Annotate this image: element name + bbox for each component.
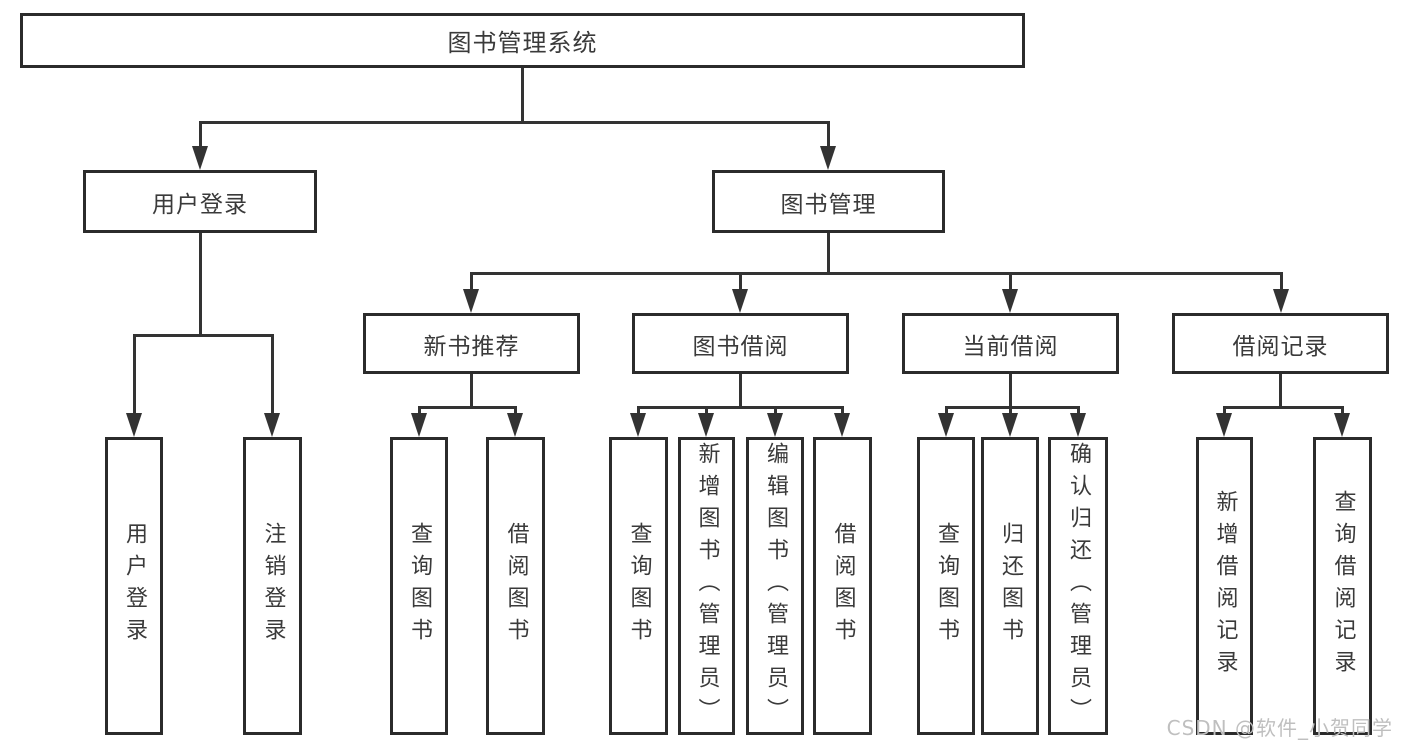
leaf-nb-borrow-books: 借阅图书 — [486, 437, 545, 735]
connector-user-login-branch — [133, 334, 274, 337]
leaf-bb-borrow-books: 借阅图书 — [813, 437, 872, 735]
leaf-user-login-label: 用户登录 — [122, 522, 147, 650]
arrowhead-drop-borrowing-records — [1273, 289, 1289, 313]
connector-drop-current-borrowing — [1009, 273, 1012, 290]
leaf-user-login: 用户登录 — [105, 437, 163, 735]
node-borrowing-records: 借阅记录 — [1172, 313, 1389, 374]
node-current-borrowing-label: 当前借阅 — [962, 333, 1059, 360]
connector-drop-login-leaf — [133, 335, 136, 414]
connector-borrowing-records-branch — [1223, 406, 1344, 409]
arrowhead-drop-bb-edit — [767, 413, 783, 437]
arrowhead-drop-nb-query — [411, 413, 427, 437]
node-user-login: 用户登录 — [83, 170, 317, 233]
leaf-logout-label: 注销登录 — [260, 522, 286, 650]
leaf-logout: 注销登录 — [243, 437, 302, 735]
leaf-cb-return-books: 归还图书 — [981, 437, 1039, 735]
connector-drop-cb-query — [945, 407, 948, 414]
connector-root-branch — [199, 121, 830, 124]
connector-drop-bb-add — [705, 407, 708, 414]
leaf-br-query-record: 查询借阅记录 — [1313, 437, 1372, 735]
connector-drop-cb-confirm — [1077, 407, 1080, 414]
arrowhead-drop-cb-confirm — [1070, 413, 1086, 437]
connector-drop-cb-return — [1009, 407, 1012, 414]
connector-new-book-recommend-stem — [470, 374, 473, 407]
connector-drop-book-management — [827, 122, 830, 147]
leaf-bb-query-books: 查询图书 — [609, 437, 668, 735]
arrowhead-drop-cb-query — [938, 413, 954, 437]
connector-drop-book-borrowing — [739, 273, 742, 290]
connector-drop-nb-borrow — [514, 407, 517, 414]
node-new-book-recommend-label: 新书推荐 — [423, 333, 520, 360]
connector-drop-borrowing-records — [1280, 273, 1283, 290]
leaf-bb-query-books-label: 查询图书 — [626, 522, 652, 650]
leaf-cb-query-books: 查询图书 — [917, 437, 975, 735]
arrowhead-drop-logout-leaf — [264, 413, 280, 437]
arrowhead-drop-bb-add — [698, 413, 714, 437]
leaf-bb-add-books: 新增图书（管理员） — [678, 437, 735, 735]
node-root-label: 图书管理系统 — [447, 29, 598, 57]
arrowhead-drop-br-query — [1334, 413, 1350, 437]
arrowhead-drop-book-borrowing — [732, 289, 748, 313]
connector-drop-user-login — [199, 122, 202, 147]
arrowhead-drop-bb-query — [630, 413, 646, 437]
node-borrowing-records-label: 借阅记录 — [1232, 333, 1329, 360]
leaf-bb-edit-books-label: 编辑图书（管理员） — [763, 442, 788, 730]
connector-borrowing-records-stem — [1279, 374, 1282, 407]
connector-book-borrowing-stem — [739, 374, 742, 407]
leaf-br-query-record-label: 查询借阅记录 — [1330, 490, 1356, 682]
connector-drop-logout-leaf — [271, 335, 274, 414]
connector-drop-bb-query — [637, 407, 640, 414]
connector-root-stem — [521, 68, 524, 122]
arrowhead-drop-nb-borrow — [507, 413, 523, 437]
leaf-cb-confirm-return: 确认归还（管理员） — [1048, 437, 1108, 735]
leaf-nb-borrow-books-label: 借阅图书 — [503, 522, 529, 650]
arrowhead-drop-user-login — [192, 146, 208, 170]
connector-drop-br-query — [1341, 407, 1344, 414]
node-book-management: 图书管理 — [712, 170, 945, 233]
leaf-cb-return-books-label: 归还图书 — [998, 522, 1023, 650]
connector-book-borrowing-branch — [637, 406, 844, 409]
leaf-bb-edit-books: 编辑图书（管理员） — [746, 437, 804, 735]
node-user-login-label: 用户登录 — [152, 191, 248, 218]
leaf-bb-add-books-label: 新增图书（管理员） — [694, 442, 720, 730]
node-book-borrowing-label: 图书借阅 — [692, 333, 789, 360]
leaf-br-add-record: 新增借阅记录 — [1196, 437, 1253, 735]
arrowhead-drop-cb-return — [1002, 413, 1018, 437]
leaf-nb-query-books: 查询图书 — [390, 437, 448, 735]
connector-current-borrowing-branch — [945, 406, 1080, 409]
node-new-book-recommend: 新书推荐 — [363, 313, 580, 374]
node-root: 图书管理系统 — [20, 13, 1025, 68]
connector-drop-new-book-recommend — [470, 273, 473, 290]
arrowhead-drop-bb-borrow — [834, 413, 850, 437]
arrowhead-drop-login-leaf — [126, 413, 142, 437]
connector-drop-nb-query — [418, 407, 421, 414]
node-book-borrowing: 图书借阅 — [632, 313, 849, 374]
arrowhead-drop-current-borrowing — [1002, 289, 1018, 313]
node-book-management-label: 图书管理 — [780, 191, 877, 218]
arrowhead-drop-book-management — [820, 146, 836, 170]
connector-current-borrowing-stem — [1009, 374, 1012, 407]
connector-book-management-branch — [470, 272, 1283, 275]
leaf-nb-query-books-label: 查询图书 — [407, 522, 432, 650]
connector-new-book-recommend-branch — [418, 406, 517, 409]
leaf-br-add-record-label: 新增借阅记录 — [1212, 490, 1238, 682]
connector-drop-bb-borrow — [841, 407, 844, 414]
connector-drop-bb-edit — [774, 407, 777, 414]
connector-book-management-stem — [827, 233, 830, 273]
leaf-cb-query-books-label: 查询图书 — [934, 522, 959, 650]
arrowhead-drop-br-add — [1216, 413, 1232, 437]
arrowhead-drop-new-book-recommend — [463, 289, 479, 313]
leaf-bb-borrow-books-label: 借阅图书 — [830, 522, 856, 650]
node-current-borrowing: 当前借阅 — [902, 313, 1119, 374]
leaf-cb-confirm-return-label: 确认归还（管理员） — [1066, 442, 1091, 730]
connector-user-login-stem — [199, 233, 202, 335]
connector-drop-br-add — [1223, 407, 1226, 414]
